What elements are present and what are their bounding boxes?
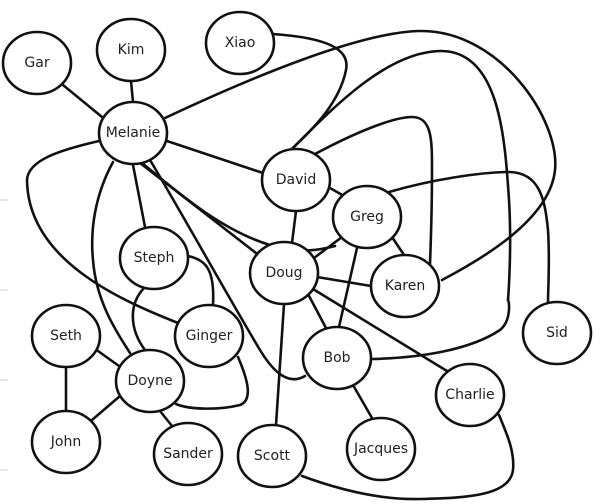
node-circle[interactable] xyxy=(152,421,224,487)
node-steph[interactable]: Steph xyxy=(118,225,190,291)
edge-gar-melanie xyxy=(61,83,104,119)
node-jacques[interactable]: Jacques xyxy=(345,416,417,482)
node-circle[interactable] xyxy=(248,240,320,306)
edge-doug-bob xyxy=(306,292,328,330)
edge-melanie-bob xyxy=(148,158,307,381)
node-label: Charlie xyxy=(445,387,494,403)
node-karen[interactable]: Karen xyxy=(369,253,441,319)
edge-greg-sid xyxy=(387,170,551,304)
node-label: Jacques xyxy=(353,441,408,457)
edge-melanie-steph xyxy=(131,163,147,229)
node-seth[interactable]: Seth xyxy=(30,303,102,369)
node-label: Melanie xyxy=(106,125,161,141)
edge-doug-scott xyxy=(274,302,286,427)
edge-ginger-doyne xyxy=(174,355,250,410)
node-circle[interactable] xyxy=(1,30,73,96)
edge-david-greg-loop xyxy=(313,115,434,267)
node-label: Sander xyxy=(163,446,213,462)
node-label: David xyxy=(276,172,316,188)
node-circle[interactable] xyxy=(345,416,417,482)
node-circle[interactable] xyxy=(97,100,169,166)
node-doug[interactable]: Doug xyxy=(248,240,320,306)
node-label: Doug xyxy=(265,265,302,281)
edge-seth-doyne xyxy=(96,349,121,368)
edge-scott-charlie xyxy=(300,413,515,501)
edge-melanie-ginger xyxy=(25,139,180,325)
edge-greg-bob xyxy=(337,246,359,329)
node-label: Xiao xyxy=(225,35,256,51)
node-david[interactable]: David xyxy=(260,147,332,213)
node-kim[interactable]: Kim xyxy=(95,17,167,83)
node-label: Greg xyxy=(350,209,384,225)
node-circle[interactable] xyxy=(30,409,102,475)
node-sid[interactable]: Sid xyxy=(521,300,593,366)
node-label: Karen xyxy=(385,278,425,294)
node-label: Bob xyxy=(323,350,350,366)
edge-doug-karen xyxy=(315,275,373,288)
edge-steph-doyne xyxy=(131,286,147,352)
edge-kim-melanie xyxy=(129,79,135,104)
node-circle[interactable] xyxy=(521,300,593,366)
node-circle[interactable] xyxy=(204,10,276,76)
node-label: John xyxy=(50,434,81,450)
node-scott[interactable]: Scott xyxy=(236,423,308,489)
node-john[interactable]: John xyxy=(30,409,102,475)
node-circle[interactable] xyxy=(236,423,308,489)
node-label: Sid xyxy=(546,325,568,341)
edge-greg-doug xyxy=(312,235,344,260)
edge-greg-karen xyxy=(390,235,406,257)
edge-bob-jacques xyxy=(351,383,374,420)
node-circle[interactable] xyxy=(95,17,167,83)
node-circle[interactable] xyxy=(331,184,403,250)
node-label: Seth xyxy=(50,328,82,344)
edge-melanie-sid xyxy=(163,29,557,282)
edge-doyne-sander xyxy=(158,409,174,428)
node-label: Doyne xyxy=(127,373,172,389)
node-label: Ginger xyxy=(186,328,233,344)
node-label: Kim xyxy=(118,42,145,58)
edge-steph-ginger xyxy=(186,254,215,307)
node-gar[interactable]: Gar xyxy=(1,30,73,96)
node-ginger[interactable]: Ginger xyxy=(173,303,245,369)
node-circle[interactable] xyxy=(118,225,190,291)
edge-bob-karen-loop xyxy=(369,298,511,361)
edge-doug-charlie xyxy=(311,287,449,373)
node-circle[interactable] xyxy=(301,325,373,391)
edge-doyne-john xyxy=(90,394,122,422)
node-sander[interactable]: Sander xyxy=(152,421,224,487)
edge-melanie-doyne xyxy=(90,160,132,355)
node-circle[interactable] xyxy=(173,303,245,369)
node-circle[interactable] xyxy=(260,147,332,213)
node-label: Steph xyxy=(134,250,175,266)
node-xiao[interactable]: Xiao xyxy=(204,10,276,76)
node-melanie[interactable]: Melanie xyxy=(97,100,169,166)
edge-david-sid xyxy=(290,49,512,302)
edge-david-doug xyxy=(290,209,298,245)
node-circle[interactable] xyxy=(434,362,506,428)
node-circle[interactable] xyxy=(369,253,441,319)
edge-melanie-david xyxy=(165,139,265,175)
node-label: Scott xyxy=(254,448,291,464)
nodes-layer: Gar Kim XiaoMelanieDavidGregStephDougKaren… xyxy=(1,10,593,489)
left-edge-ticks xyxy=(0,199,8,471)
node-label: Gar xyxy=(24,55,49,71)
node-circle[interactable] xyxy=(30,303,102,369)
node-charlie[interactable]: Charlie xyxy=(434,362,506,428)
node-greg[interactable]: Greg xyxy=(331,184,403,250)
node-bob[interactable]: Bob xyxy=(301,325,373,391)
edges-layer xyxy=(25,29,557,501)
node-doyne[interactable]: Doyne xyxy=(114,348,186,414)
node-circle[interactable] xyxy=(114,348,186,414)
